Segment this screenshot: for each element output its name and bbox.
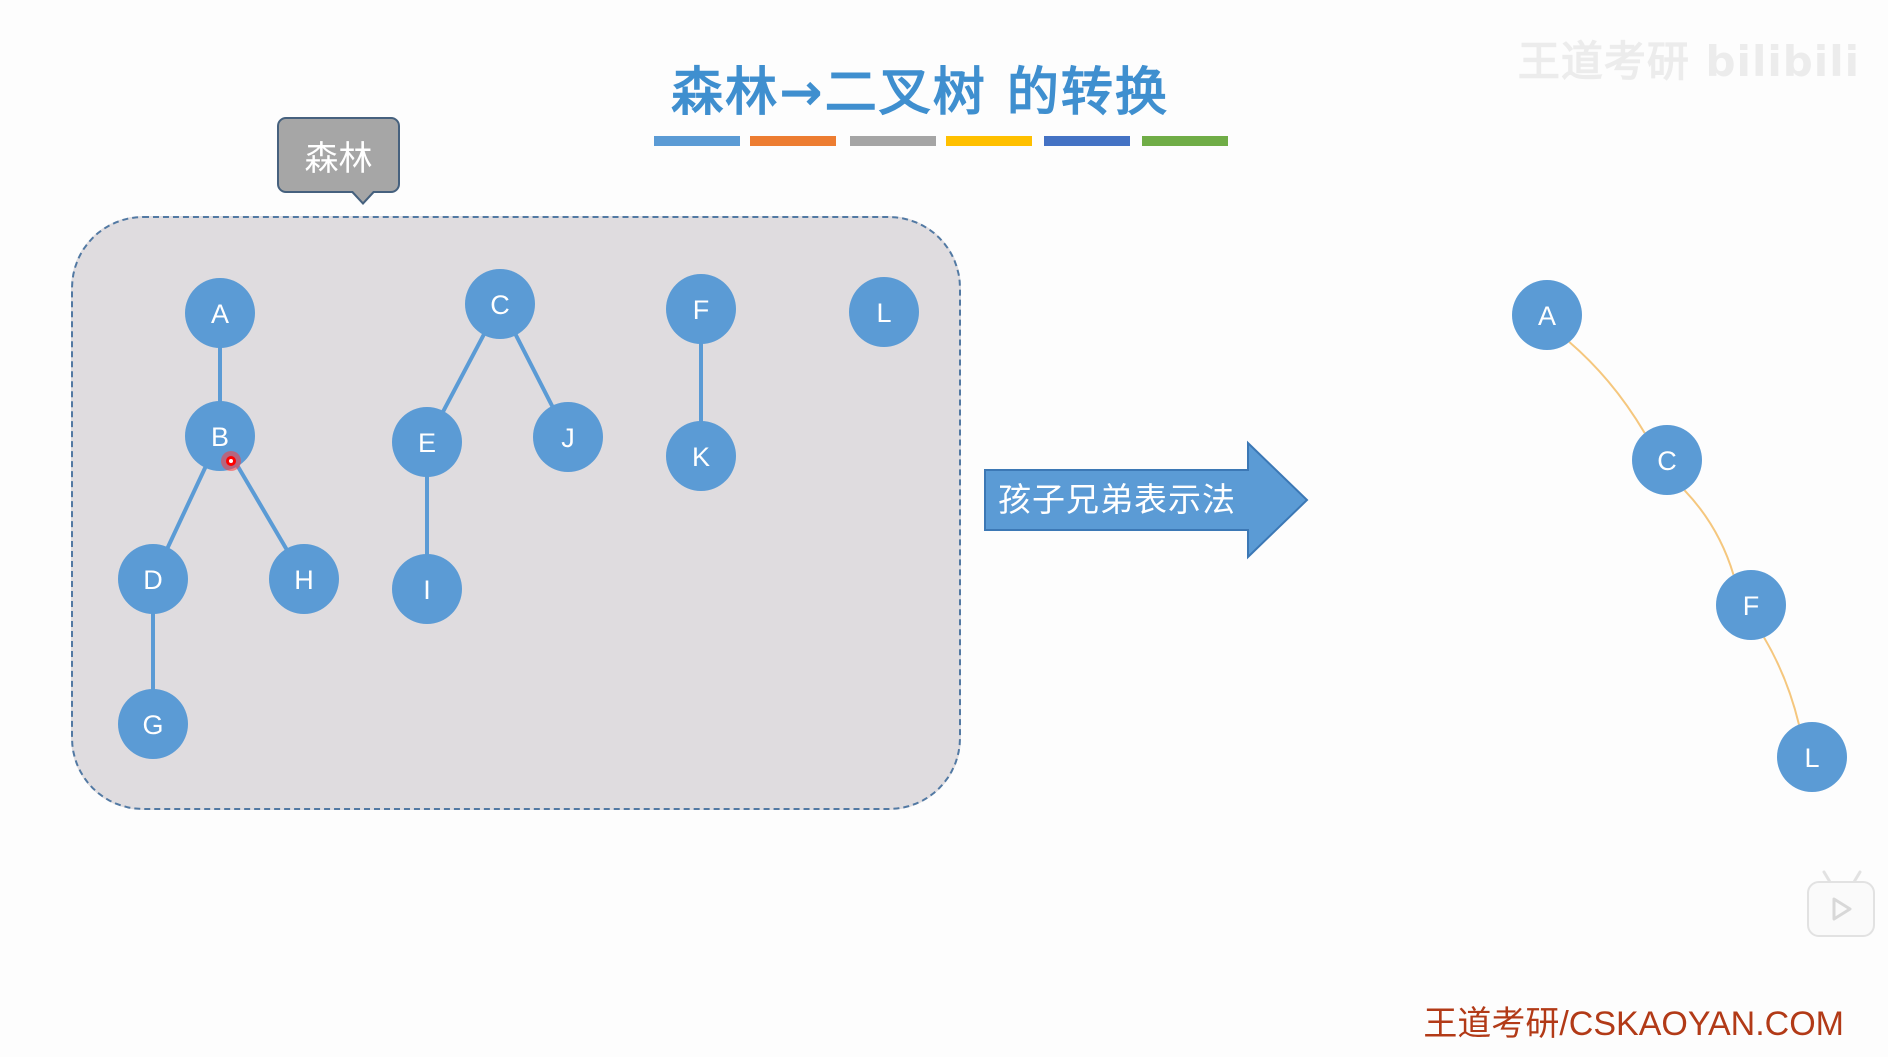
- forest-node-K-circle: [666, 421, 736, 491]
- binary-edge-C-F: [1683, 489, 1735, 576]
- forest-node-B-label: B: [211, 422, 229, 452]
- binary-edge-A-C: [1568, 341, 1646, 434]
- forest-node-E: E: [392, 407, 462, 477]
- footer-brand: 王道考研/CSKAOYAN.COM: [1423, 1005, 1844, 1043]
- forest-node-A-label: A: [211, 299, 229, 329]
- forest-node-G-circle: [118, 689, 188, 759]
- binary-node-A-label: A: [1538, 301, 1556, 331]
- conversion-arrow-icon: [984, 440, 1309, 560]
- binary-node-C: C: [1632, 425, 1702, 495]
- color-bar-dark-blue: [1044, 136, 1130, 146]
- binary-node-L-label: L: [1804, 743, 1819, 773]
- color-bar-blue: [654, 136, 740, 146]
- play-button-ears: [1822, 870, 1862, 884]
- forest-node-H: H: [269, 544, 339, 614]
- binary-node-F-circle: [1716, 570, 1786, 640]
- slide-title: 森林→二叉树 的转换: [671, 63, 1169, 123]
- forest-node-G-label: G: [142, 710, 163, 740]
- forest-node-H-label: H: [294, 565, 314, 595]
- forest-node-G: G: [118, 689, 188, 759]
- forest-node-L-label: L: [876, 298, 891, 328]
- forest-node-K: K: [666, 421, 736, 491]
- forest-node-I-circle: [392, 554, 462, 624]
- forest-node-F-label: F: [693, 295, 710, 325]
- forest-node-K-label: K: [692, 442, 710, 472]
- forest-node-D-label: D: [143, 565, 163, 595]
- conversion-arrow-label: 孩子兄弟表示法: [998, 480, 1236, 519]
- forest-callout: 森林: [277, 117, 400, 193]
- binary-node-A: A: [1512, 280, 1582, 350]
- forest-node-I-label: I: [423, 575, 431, 605]
- binary-node-L-circle: [1777, 722, 1847, 792]
- forest-node-E-circle: [392, 407, 462, 477]
- play-icon: [1832, 897, 1852, 921]
- forest-node-H-circle: [269, 544, 339, 614]
- color-bar-orange: [750, 136, 836, 146]
- watermark: 王道考研 bilibili: [1517, 37, 1860, 86]
- binary-node-A-circle: [1512, 280, 1582, 350]
- forest-node-I: I: [392, 554, 462, 624]
- forest-node-C-label: C: [490, 290, 510, 320]
- forest-node-F: F: [666, 274, 736, 344]
- forest-node-J-label: J: [561, 423, 575, 453]
- binary-edge-F-L: [1763, 636, 1800, 725]
- forest-node-J: J: [533, 402, 603, 472]
- forest-node-J-circle: [533, 402, 603, 472]
- binary-node-F: F: [1716, 570, 1786, 640]
- forest-node-L: L: [849, 277, 919, 347]
- forest-node-L-circle: [849, 277, 919, 347]
- forest-node-D: D: [118, 544, 188, 614]
- forest-node-E-label: E: [418, 428, 436, 458]
- color-bar-gray: [850, 136, 936, 146]
- forest-node-A-circle: [185, 278, 255, 348]
- binary-node-C-label: C: [1657, 446, 1677, 476]
- forest-node-B: B: [185, 401, 255, 471]
- binary-node-C-circle: [1632, 425, 1702, 495]
- forest-node-F-circle: [666, 274, 736, 344]
- forest-node-D-circle: [118, 544, 188, 614]
- binary-node-F-label: F: [1743, 591, 1760, 621]
- forest-node-A: A: [185, 278, 255, 348]
- laser-pointer-icon: [221, 451, 241, 471]
- callout-tail-inner: [352, 190, 374, 202]
- forest-node-C-circle: [465, 269, 535, 339]
- color-bar-yellow: [946, 136, 1032, 146]
- binary-node-L: L: [1777, 722, 1847, 792]
- forest-node-C: C: [465, 269, 535, 339]
- color-bar-green: [1142, 136, 1228, 146]
- play-button[interactable]: [1807, 881, 1875, 937]
